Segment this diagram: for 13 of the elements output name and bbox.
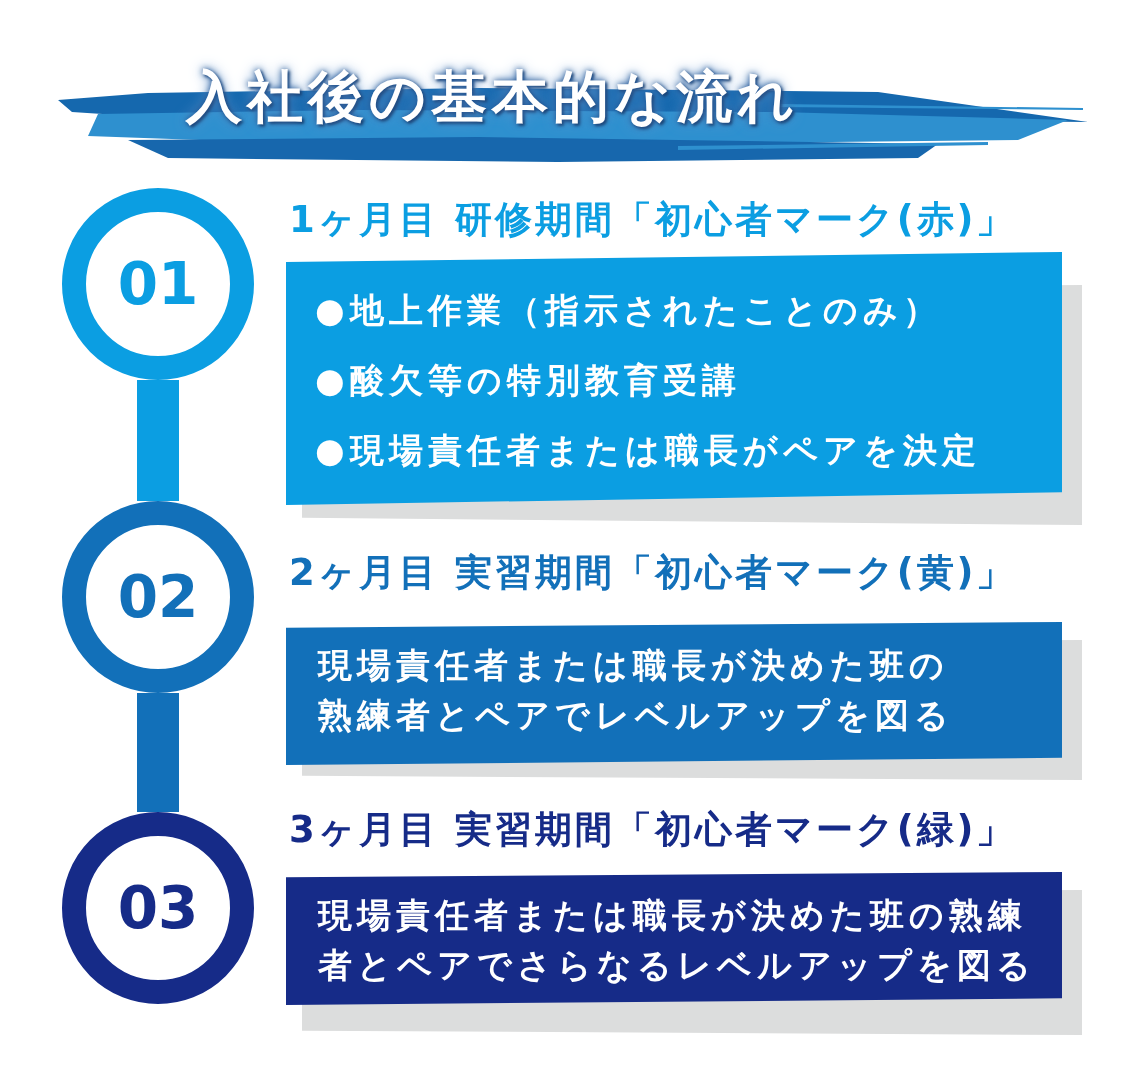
step-description: 現場責任者または職長が決めた班の熟練者とペアでレベルアップを図る — [318, 644, 955, 737]
connector-bar — [137, 380, 179, 501]
bullet-item: ●現場責任者または職長がペアを決定 — [315, 429, 982, 472]
step-heading: 2ヶ月目 実習期間「初心者マーク(黄)」 — [289, 550, 1017, 596]
step-number: 02 — [117, 568, 199, 626]
bullet-item: ●地上作業（指示されたことのみ） — [315, 289, 943, 332]
connector-bar — [137, 693, 179, 812]
step-heading: 1ヶ月目 研修期間「初心者マーク(赤)」 — [289, 197, 1017, 243]
step-description: 現場責任者または職長が決めた班の熟練者とペアでさらなるレベルアップを図る — [318, 894, 1037, 987]
step-heading: 3ヶ月目 実習期間「初心者マーク(緑)」 — [289, 807, 1017, 853]
step-number: 03 — [117, 879, 199, 937]
step-number: 01 — [117, 255, 199, 313]
bullet-item: ●酸欠等の特別教育受講 — [315, 359, 742, 402]
